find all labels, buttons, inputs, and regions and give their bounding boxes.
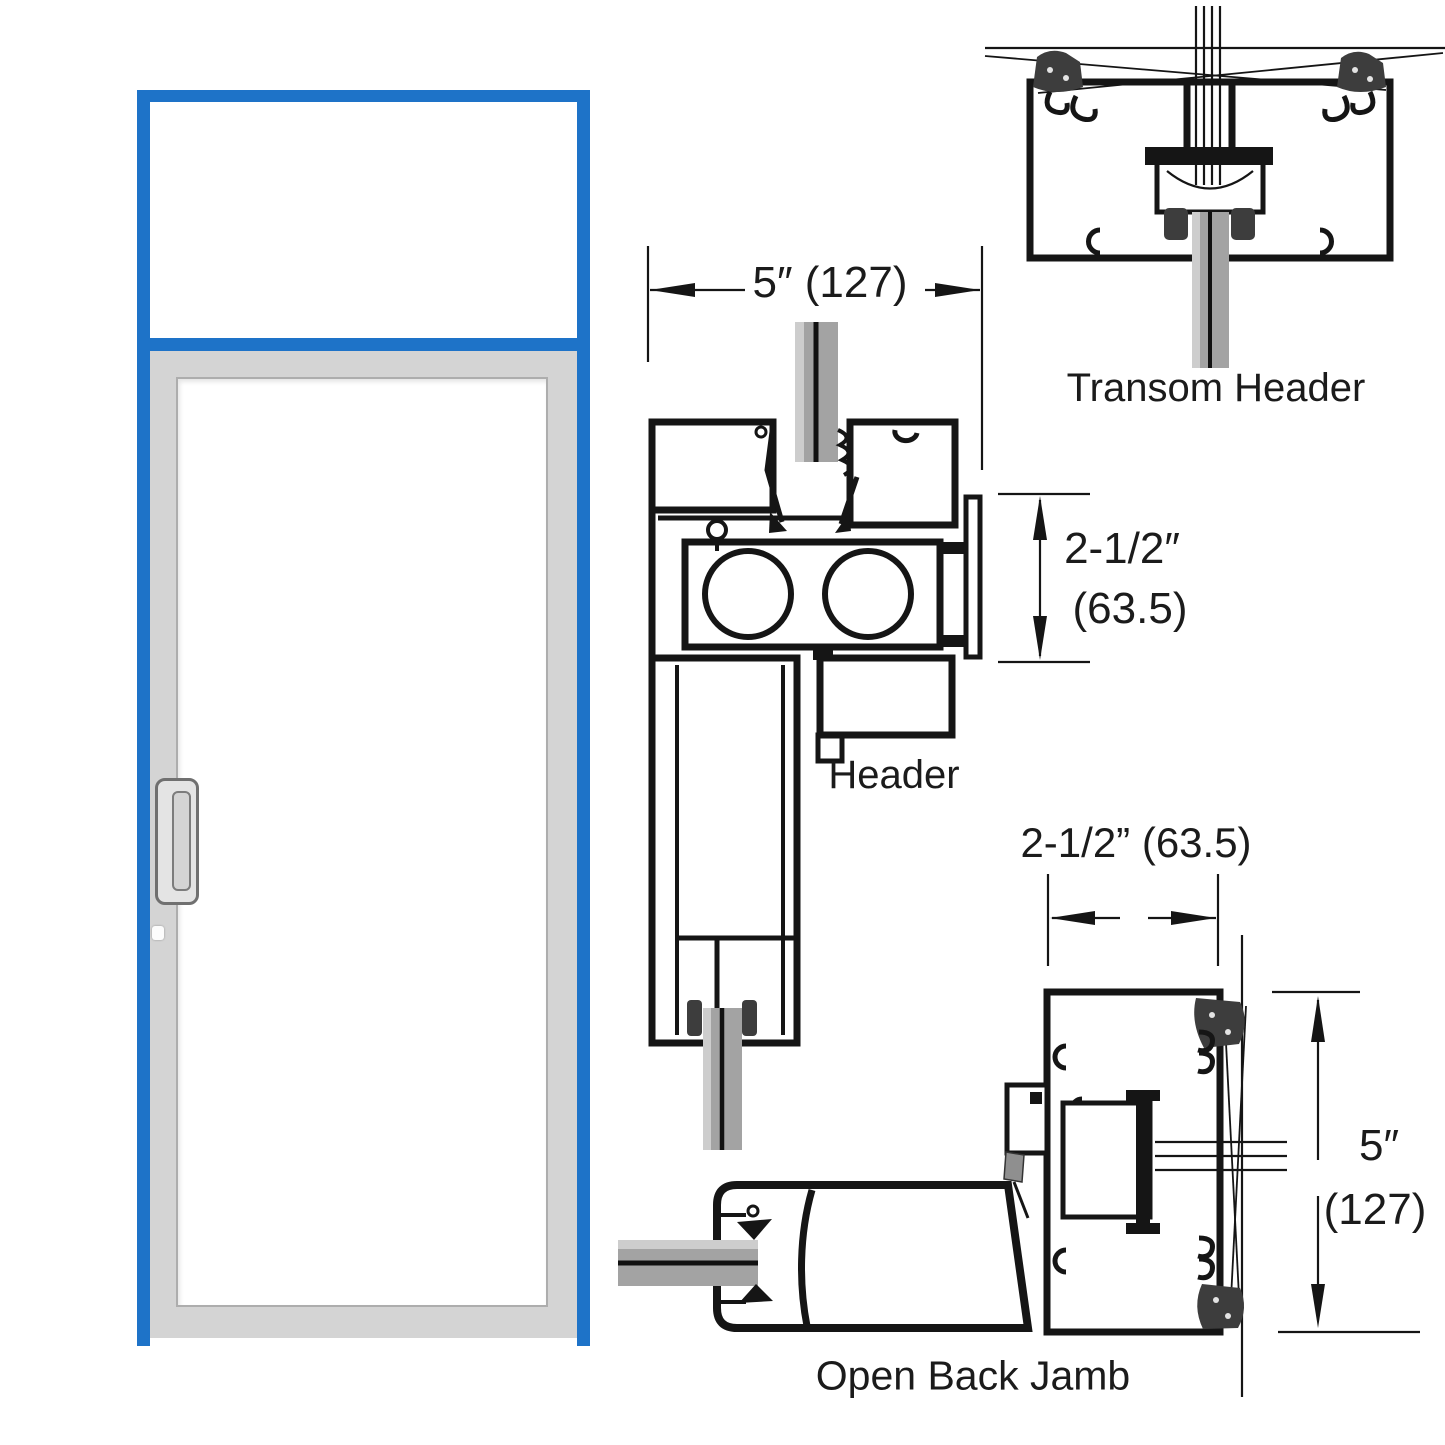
frame-head (137, 90, 590, 102)
jamb-height-dim-text-1: 5″ (1358, 1120, 1400, 1170)
open-back-jamb-label: Open Back Jamb (815, 1352, 1131, 1399)
transom-header-label: Transom Header (1066, 366, 1366, 410)
glazing-gasket (1033, 50, 1083, 92)
transom-bar (137, 338, 590, 351)
glazing-gasket (1197, 1284, 1245, 1329)
header-height-dimension (998, 492, 1090, 664)
frame-jamb-right (577, 90, 590, 1346)
jamb-width-dim-text: 2-1/2” (63.5) (1020, 818, 1252, 866)
door-glass (176, 377, 548, 1307)
header-height-dim-text-2: (63.5) (1072, 583, 1188, 633)
header-label: Header (828, 753, 960, 797)
lock-cylinder (152, 926, 164, 940)
screw-boss (822, 548, 914, 640)
header-section (646, 246, 1090, 1150)
header-height-dim-text-1: 2-1/2″ (1064, 523, 1180, 573)
screw-boss (702, 548, 794, 640)
glazing-gasket (1194, 998, 1245, 1048)
transom-glass (150, 102, 577, 338)
glazing-gasket (1337, 51, 1386, 92)
door-stile-section (713, 1181, 1033, 1332)
jamb-height-dim-text-2: (127) (1323, 1184, 1427, 1234)
header-width-dimension (646, 246, 984, 470)
jamb-width-dimension (1046, 874, 1220, 966)
open-back-jamb-section (618, 874, 1420, 1397)
header-width-dim-text: 5″ (127) (752, 257, 908, 307)
jamb-height-dimension (1272, 990, 1420, 1334)
door-pull-handle-grip (172, 791, 191, 891)
transom-header-section (984, 6, 1445, 368)
frame-jamb-left (137, 90, 150, 1346)
